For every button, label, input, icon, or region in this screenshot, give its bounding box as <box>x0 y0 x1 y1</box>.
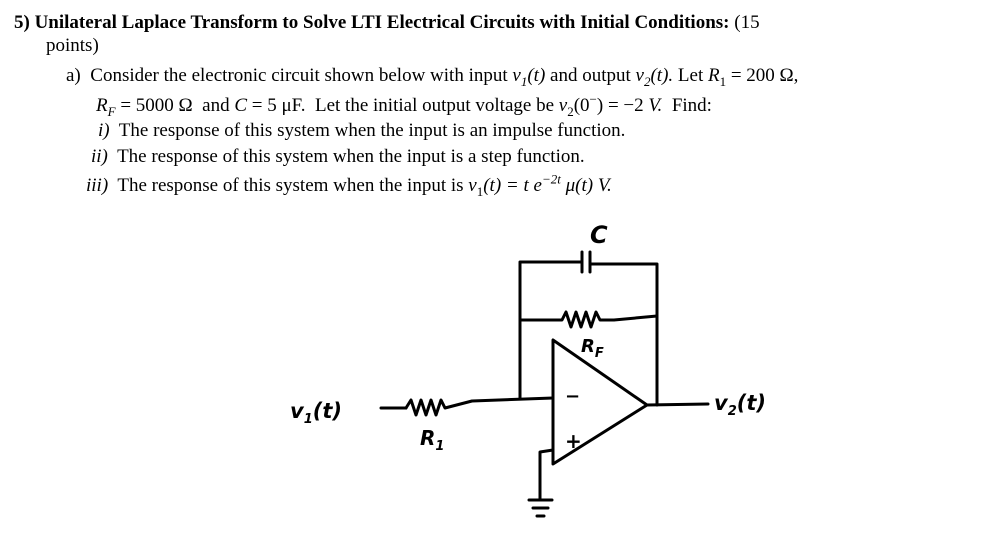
problem-points-line: points) <box>46 35 99 57</box>
cap-left-wire <box>518 260 584 400</box>
op-amp-triangle <box>551 338 649 466</box>
output-symbol: v2(t). <box>635 65 674 89</box>
item-text: The response of this system when the inp… <box>118 120 626 141</box>
problem-points-a: (15 <box>734 12 760 33</box>
rf-value: RF = 5000 Ω <box>96 95 193 119</box>
c-value: C = 5 μF. <box>234 95 306 116</box>
part-a-line2: RF = 5000 Ω and C = 5 μF. Let the initia… <box>96 91 712 119</box>
rf-label: RF <box>581 336 604 361</box>
part-a-text4: Let the initial output voltage be <box>314 95 555 116</box>
item-text: The response of this system when the inp… <box>117 146 585 167</box>
op-amp-noninverting-sign: + <box>565 429 582 453</box>
cap-right-wire <box>588 262 659 407</box>
part-a-line1: a) Consider the electronic circuit shown… <box>66 65 799 89</box>
problem-header: 5) Unilateral Laplace Transform to Solve… <box>14 12 760 34</box>
input-symbol: v1(t) <box>512 65 546 89</box>
input-label: v1(t) <box>290 399 342 427</box>
input-expression: v1(t) = t e−2t μ(t) V. <box>468 171 612 199</box>
item-i: i) The response of this system when the … <box>98 120 625 142</box>
problem-points-b: points) <box>46 35 99 56</box>
rf-resistor <box>518 310 659 329</box>
item-label: i) <box>98 120 110 141</box>
initial-condition: v2(0−) = −2 V. <box>558 91 663 119</box>
item-text: The response of this system when the inp… <box>117 175 464 196</box>
r1-value: R1 = 200 Ω, <box>707 65 799 89</box>
output-label: v2(t) <box>714 391 766 419</box>
problem-number: 5) <box>14 12 30 33</box>
output-wire <box>645 402 710 407</box>
problem-title: Unilateral Laplace Transform to Solve LT… <box>34 12 730 33</box>
and-word: and <box>202 95 230 116</box>
find-word: Find: <box>671 95 712 116</box>
part-a-text3: Let <box>677 65 704 86</box>
part-a-text1: Consider the electronic circuit shown be… <box>90 65 508 86</box>
item-label: ii) <box>91 146 108 167</box>
item-label: iii) <box>86 175 109 196</box>
r1-resistor <box>404 396 555 417</box>
item-iii: iii) The response of this system when th… <box>86 171 612 199</box>
ground-wire <box>538 448 555 502</box>
r1-label: R1 <box>420 426 444 454</box>
item-ii: ii) The response of this system when the… <box>91 146 585 168</box>
part-a-text2: and output <box>550 65 631 86</box>
op-amp-inverting-sign: − <box>565 386 580 407</box>
part-a-label: a) <box>66 65 81 86</box>
capacitor-label: C <box>590 221 608 249</box>
